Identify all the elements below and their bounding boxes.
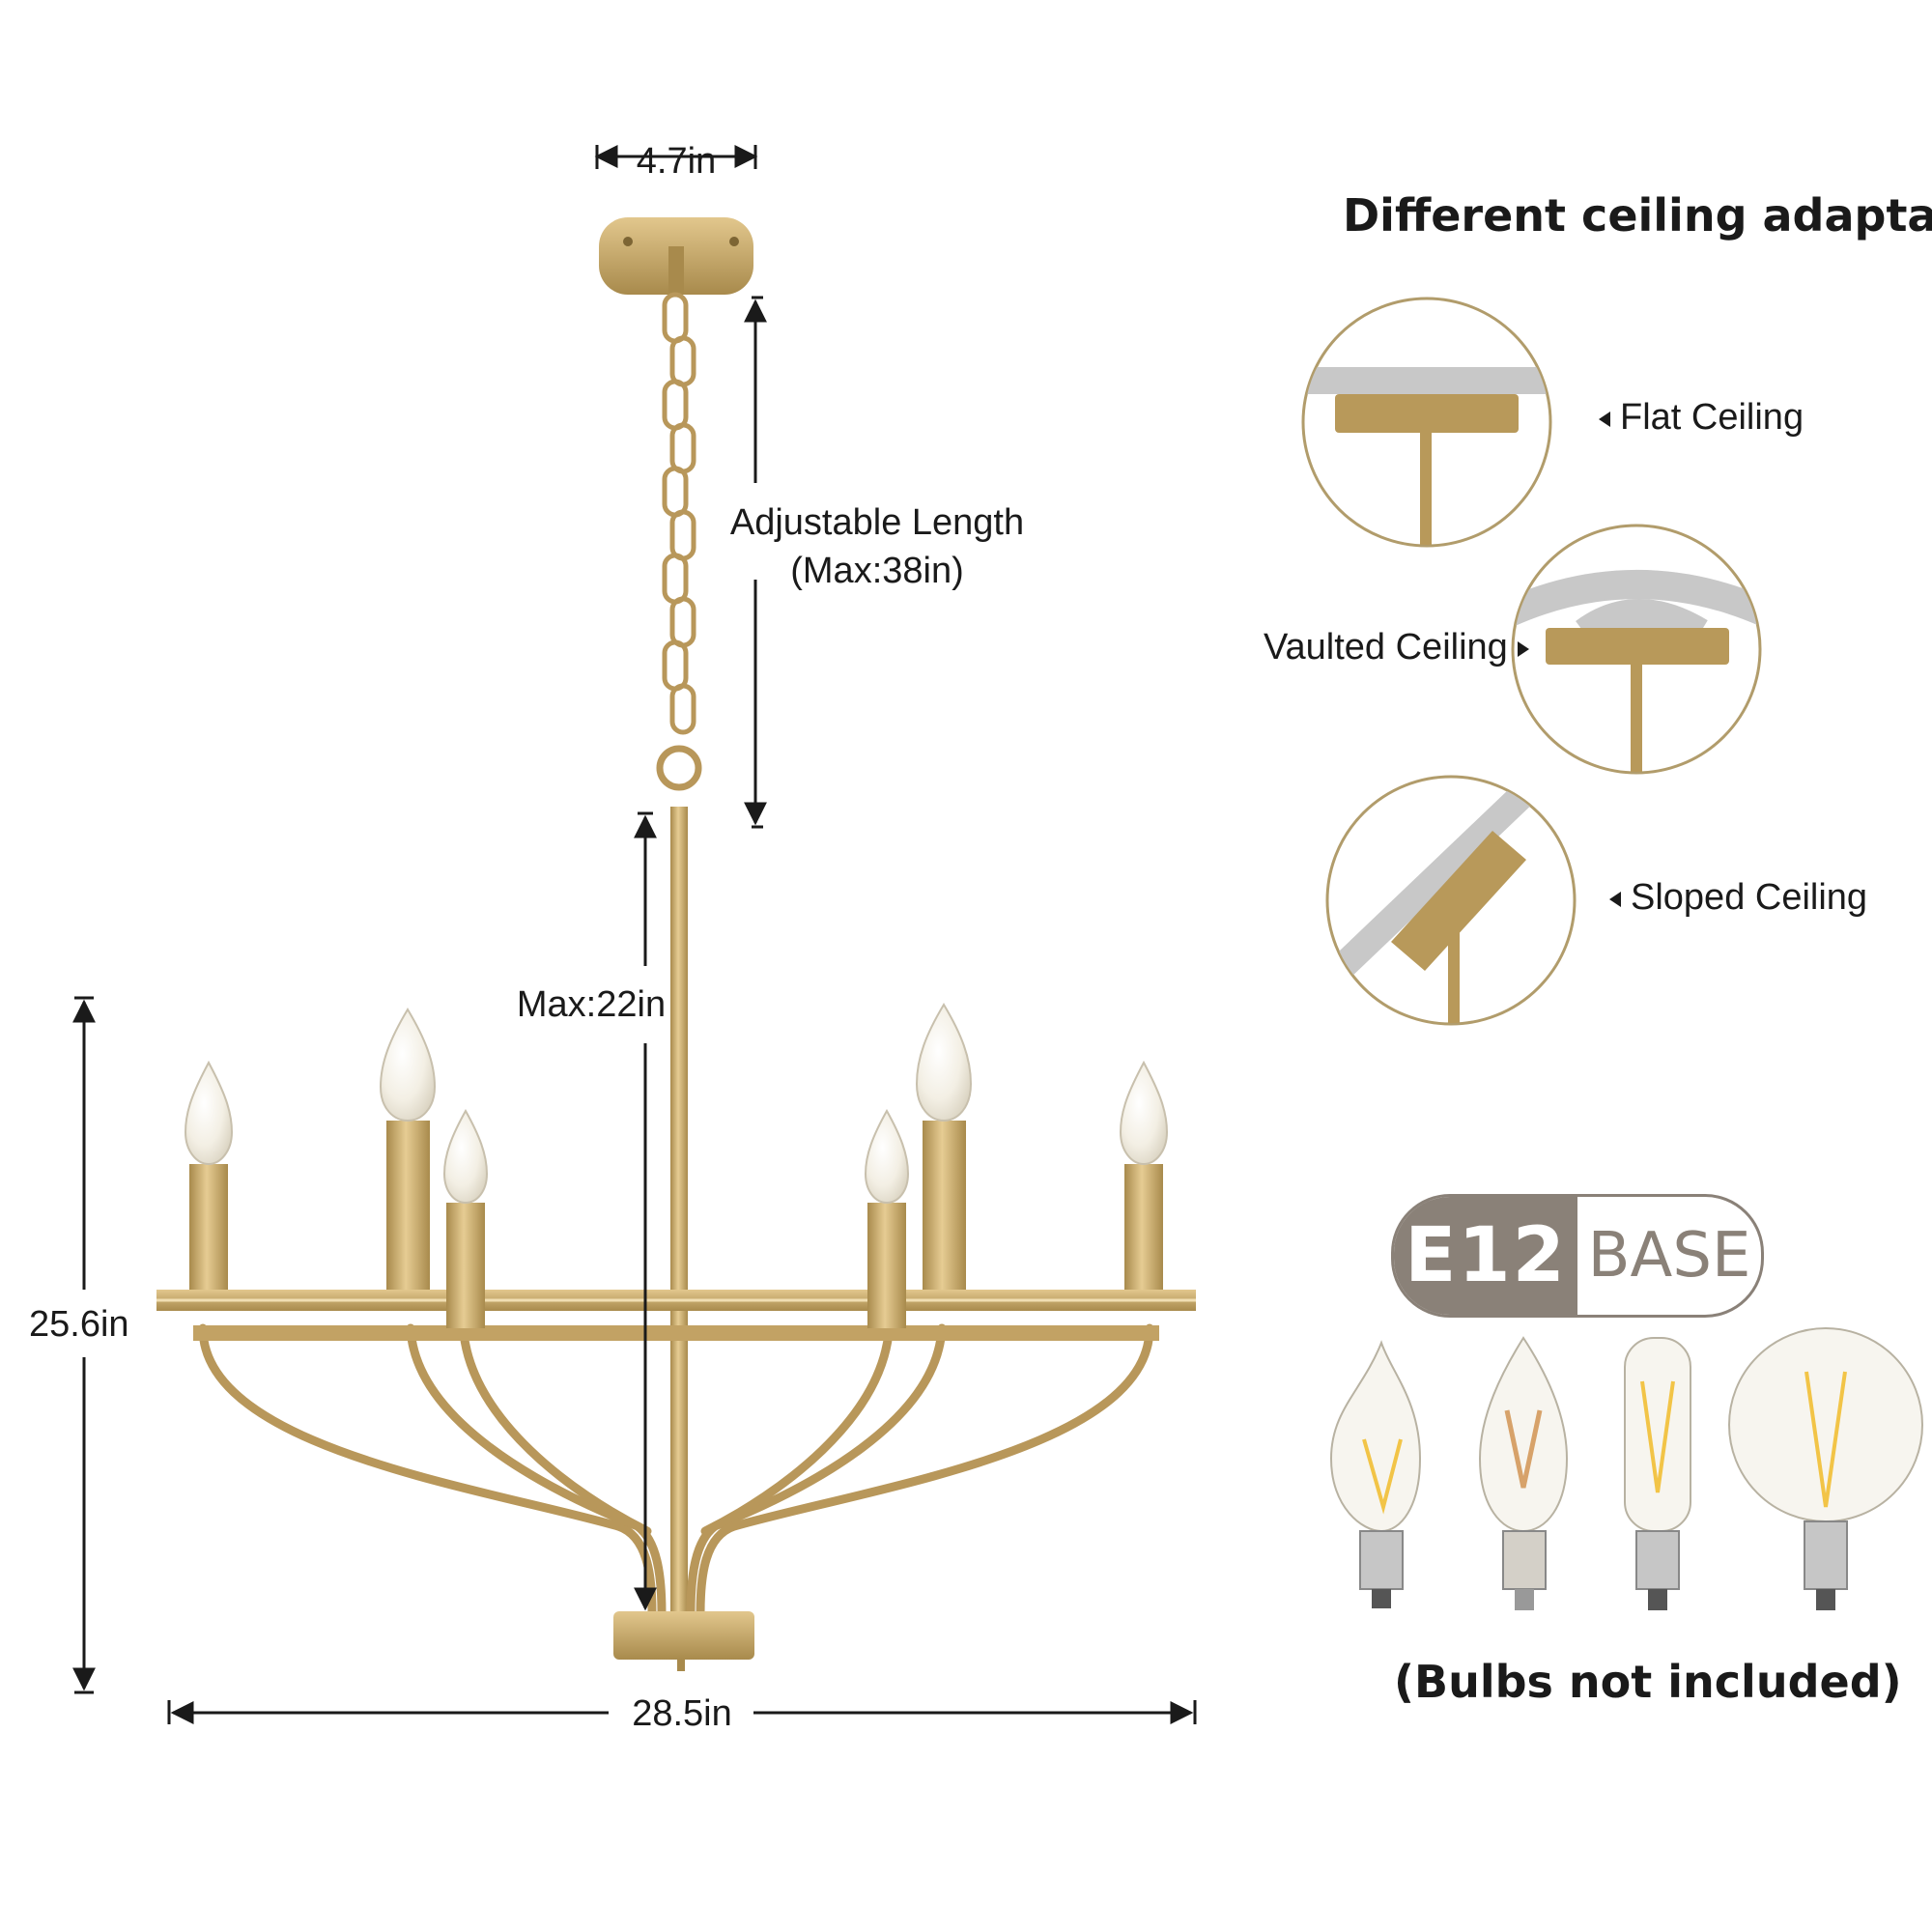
adjustable-length-label: Adjustable Length bbox=[729, 502, 1025, 543]
bulb-types bbox=[1329, 1327, 1923, 1610]
body-height-label: Max:22in bbox=[516, 984, 667, 1025]
dimension-lines bbox=[72, 145, 1197, 1724]
candle-sockets bbox=[189, 1121, 1163, 1328]
chandelier-ring bbox=[156, 1290, 1196, 1341]
total-height-label: 25.6in bbox=[29, 1304, 129, 1345]
adjustable-length-max-label: (Max:38in) bbox=[790, 551, 964, 591]
bottom-hub bbox=[613, 1611, 754, 1671]
bulbs-not-included-note: (Bulbs not included) bbox=[1394, 1656, 1902, 1708]
vaulted-ceiling-diagram bbox=[1511, 524, 1762, 775]
sloped-ceiling-diagram bbox=[1325, 775, 1577, 1026]
flame-tip-bulb bbox=[1329, 1340, 1422, 1608]
ceiling-canopy bbox=[599, 217, 753, 295]
base-code: E12 bbox=[1394, 1197, 1577, 1315]
pointer-left-icon bbox=[1599, 411, 1610, 427]
e12-base-badge: E12 BASE bbox=[1391, 1194, 1764, 1318]
tubular-bulb bbox=[1624, 1337, 1691, 1610]
flat-ceiling-label: Flat Ceiling bbox=[1599, 399, 1804, 436]
hanging-chain bbox=[656, 292, 702, 791]
base-word: BASE bbox=[1587, 1220, 1751, 1292]
candle-bulb bbox=[1478, 1336, 1569, 1610]
vaulted-ceiling-label: Vaulted Ceiling bbox=[1264, 629, 1529, 666]
pointer-left-icon bbox=[1609, 891, 1621, 907]
diameter-label: 28.5in bbox=[632, 1693, 732, 1734]
candle-bulbs bbox=[184, 1003, 1169, 1205]
center-rod bbox=[670, 807, 688, 1623]
ceiling-section-title: Different ceiling adaptab bbox=[1343, 189, 1932, 242]
globe-bulb bbox=[1728, 1327, 1923, 1610]
canopy-width-label: 4.7in bbox=[636, 141, 717, 182]
pointer-right-icon bbox=[1517, 640, 1529, 657]
flat-ceiling-diagram bbox=[1301, 297, 1552, 548]
sloped-ceiling-label: Sloped Ceiling bbox=[1609, 879, 1867, 916]
